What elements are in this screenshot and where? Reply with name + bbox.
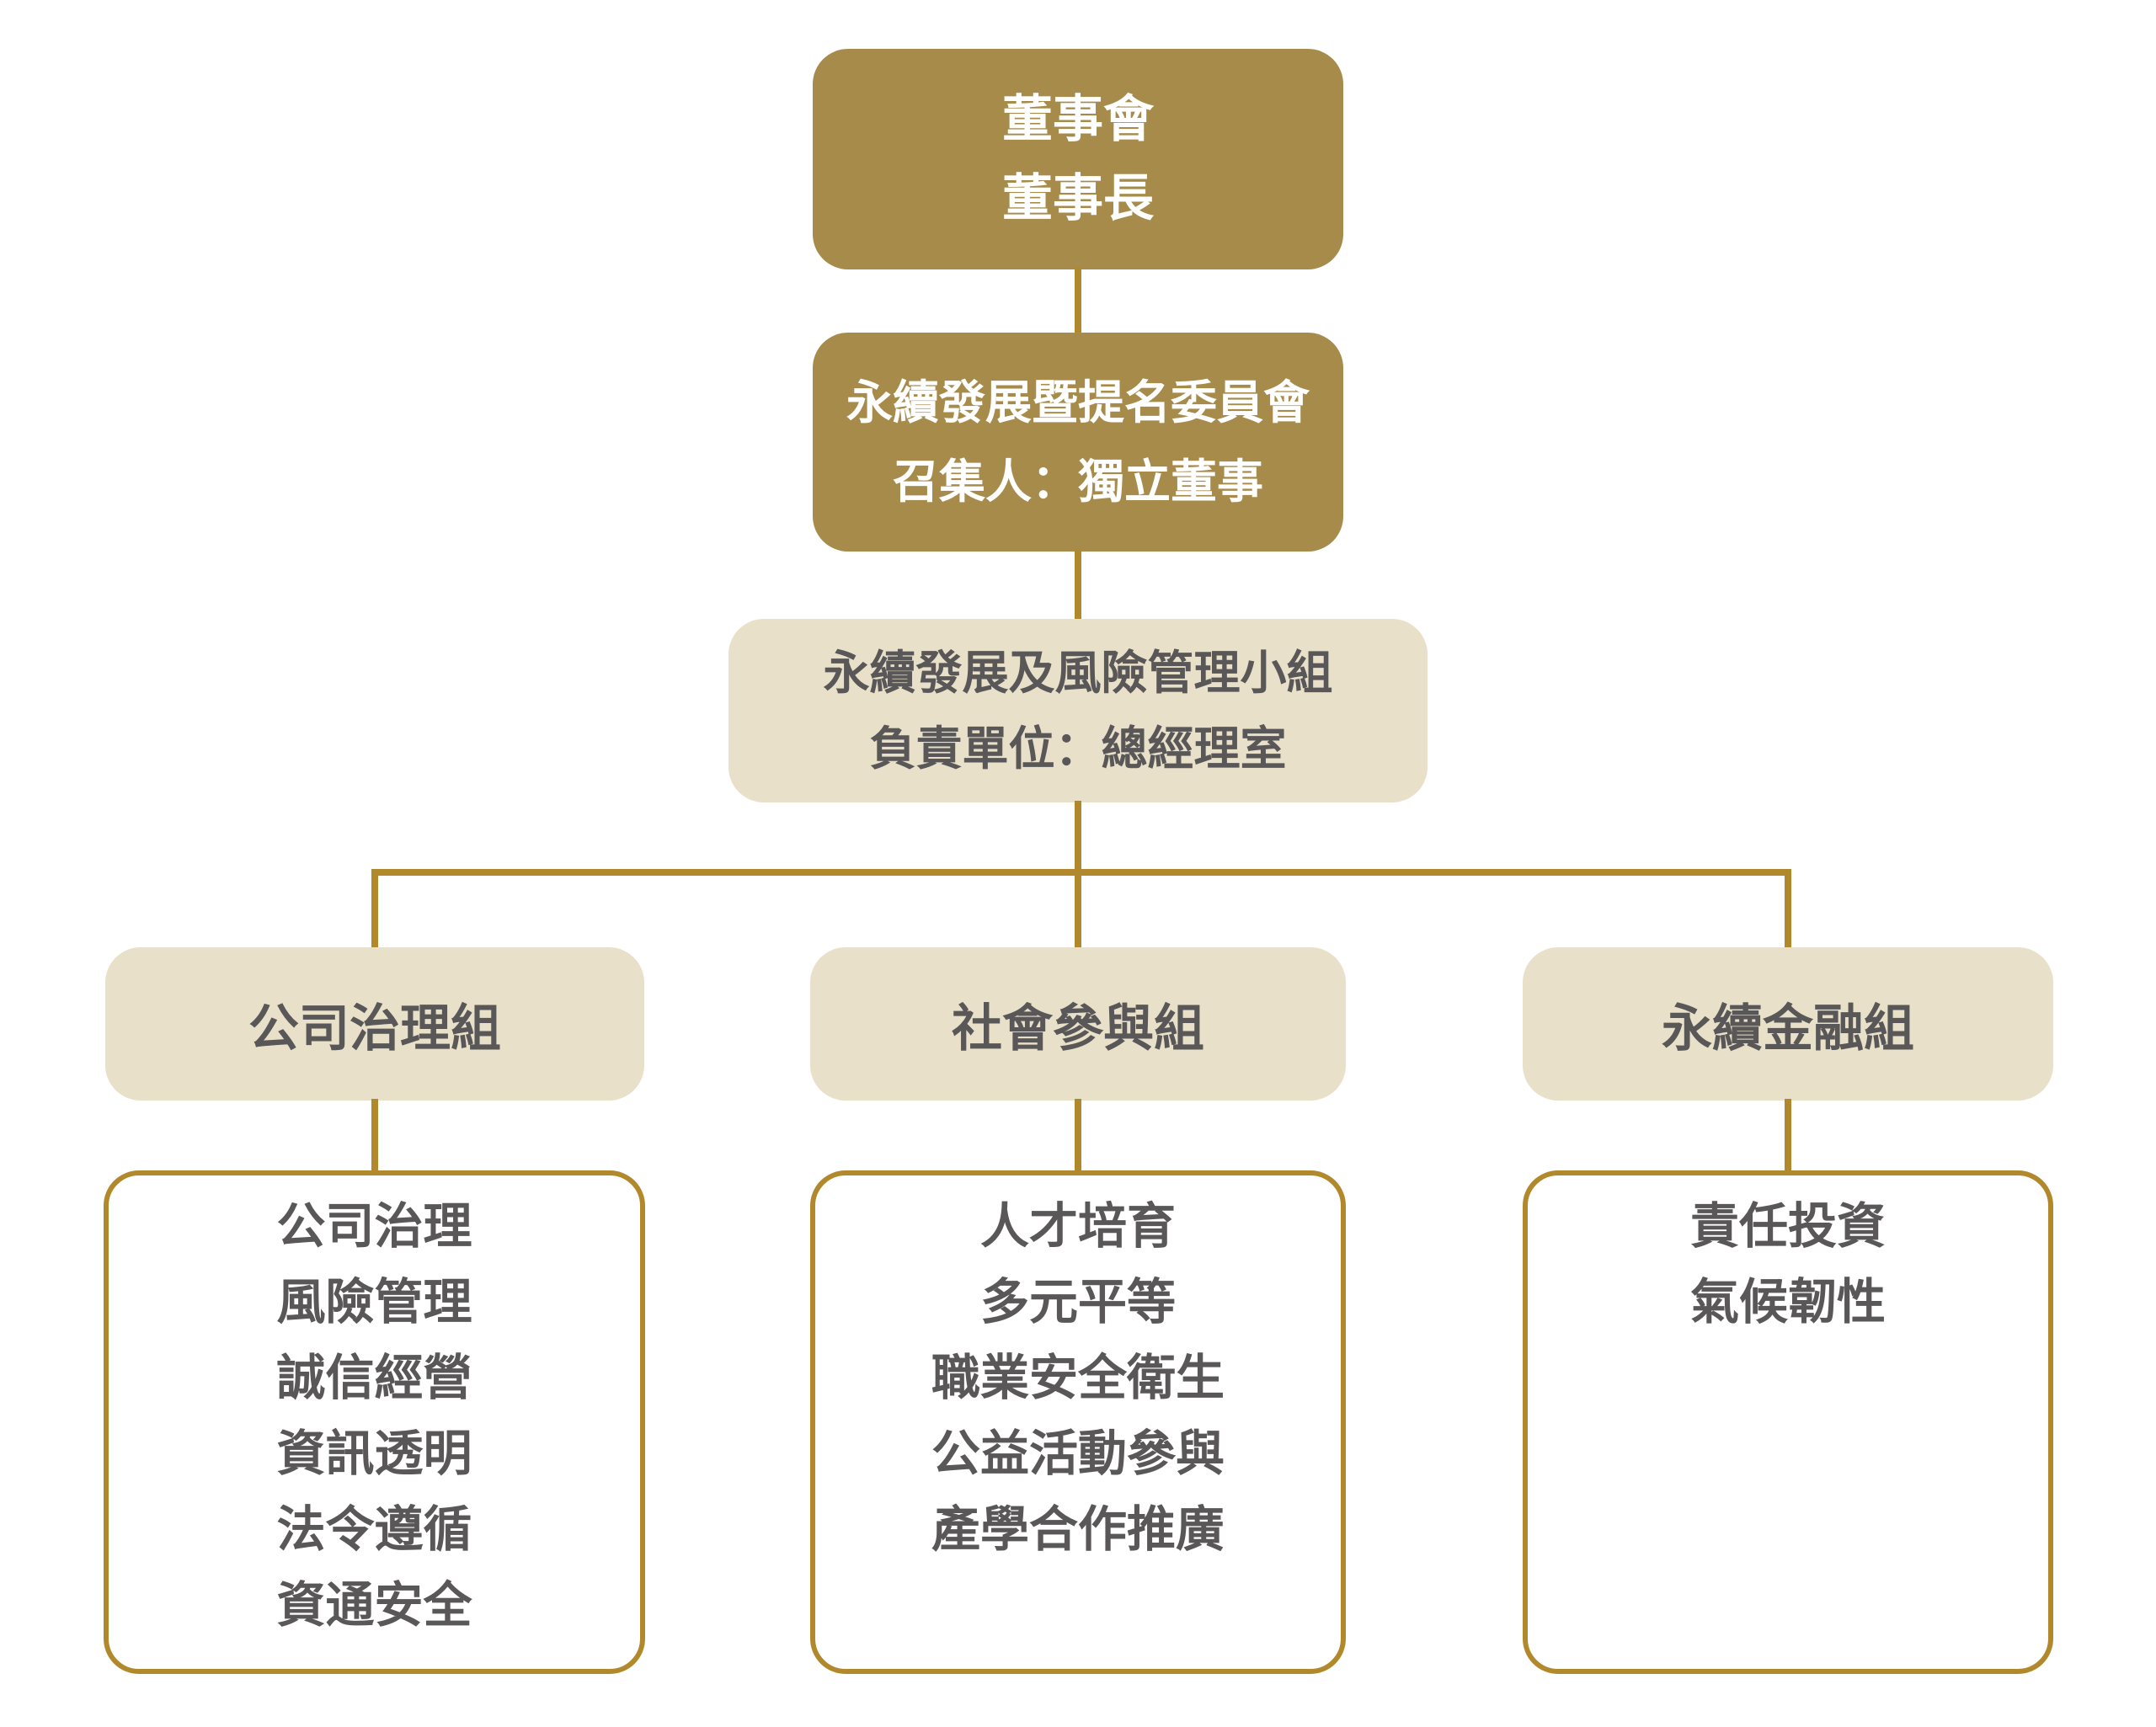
committee-line-1: 永續發展暨提名委員會 bbox=[846, 376, 1310, 429]
connector-drop-right bbox=[1785, 869, 1791, 949]
branch-header-corporate-governance-label: 公司治理組 bbox=[248, 999, 501, 1057]
connector-social-header-to-list bbox=[1075, 1099, 1081, 1173]
board-line-2: 董事長 bbox=[1002, 170, 1154, 227]
connector-committee-to-taskforce bbox=[1075, 550, 1081, 621]
list-item: 公司治理 bbox=[276, 1199, 472, 1254]
connector-governance-header-to-list bbox=[371, 1099, 378, 1173]
taskforce-line-1: 永續發展及風險管理小組 bbox=[823, 647, 1333, 699]
list-item: 產學合作推廣 bbox=[931, 1502, 1225, 1557]
list-item: 資訊透明 bbox=[276, 1426, 472, 1481]
branch-header-social-participation-label: 社會參與組 bbox=[952, 999, 1204, 1057]
board-chairman-box: 董事會 董事長 bbox=[813, 49, 1343, 269]
taskforce-line-2: 負責單位：總經理室 bbox=[869, 722, 1287, 775]
branch-header-sustainable-finance-label: 永續金融組 bbox=[1662, 999, 1914, 1057]
list-item: 資通安全 bbox=[276, 1578, 472, 1633]
committee-box: 永續發展暨提名委員會 召集人：獨立董事 bbox=[813, 333, 1343, 552]
list-item: 多元平等 bbox=[979, 1275, 1176, 1330]
list-item: 氣候韌性 bbox=[1689, 1275, 1886, 1330]
board-line-1: 董事會 bbox=[1002, 91, 1154, 147]
list-item: 責任投資 bbox=[1689, 1199, 1886, 1254]
list-corporate-governance: 公司治理 風險管理 誠信經營 資訊透明 法令遵循 資通安全 bbox=[104, 1170, 645, 1674]
list-item: 公益活動參與 bbox=[931, 1426, 1225, 1481]
connector-drop-left bbox=[371, 869, 378, 949]
list-item: 職業安全衛生 bbox=[931, 1351, 1225, 1405]
connector-horizontal-bar bbox=[371, 869, 1791, 876]
connector-board-to-committee bbox=[1075, 268, 1081, 334]
list-sustainable-finance: 責任投資 氣候韌性 bbox=[1523, 1170, 2053, 1674]
committee-line-2: 召集人：獨立董事 bbox=[892, 456, 1263, 508]
branch-header-sustainable-finance: 永續金融組 bbox=[1523, 947, 2053, 1101]
branch-header-social-participation: 社會參與組 bbox=[810, 947, 1346, 1101]
list-social-participation: 人才培育 多元平等 職業安全衛生 公益活動參與 產學合作推廣 bbox=[810, 1170, 1346, 1674]
list-item: 人才培育 bbox=[979, 1199, 1176, 1254]
list-item: 風險管理 bbox=[276, 1275, 472, 1330]
list-item: 法令遵循 bbox=[276, 1502, 472, 1557]
connector-finance-header-to-list bbox=[1785, 1099, 1791, 1173]
list-item: 誠信經營 bbox=[276, 1351, 472, 1405]
taskforce-box: 永續發展及風險管理小組 負責單位：總經理室 bbox=[728, 619, 1428, 802]
branch-header-corporate-governance: 公司治理組 bbox=[105, 947, 644, 1101]
